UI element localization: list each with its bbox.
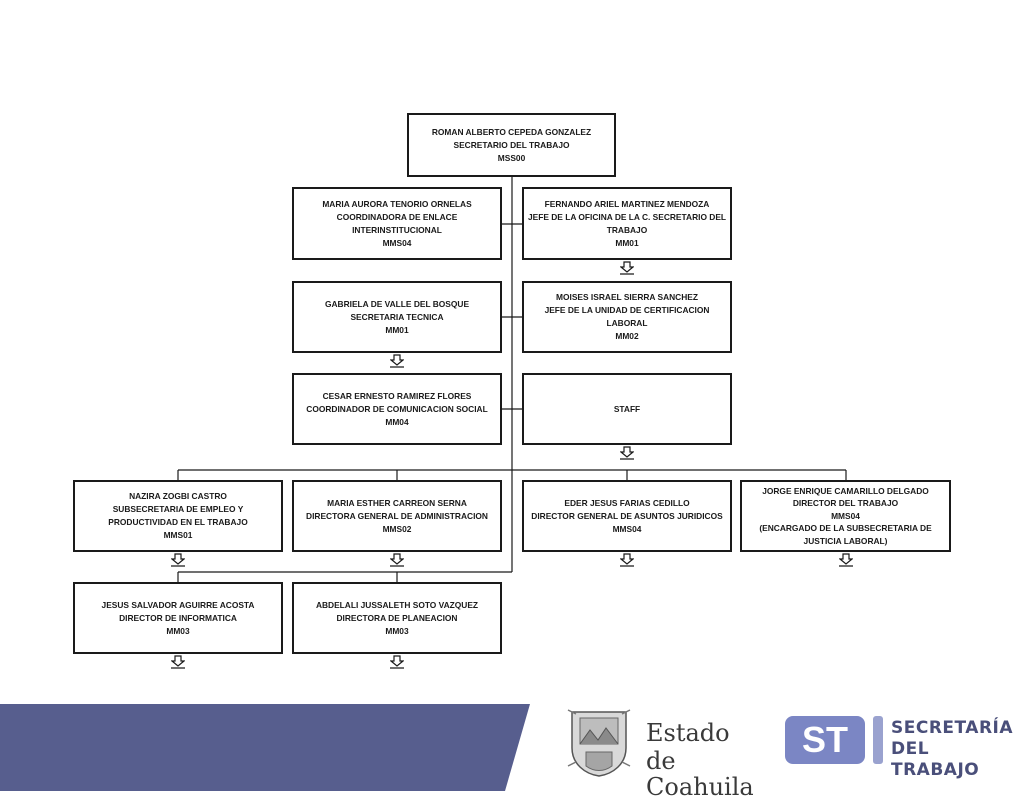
org-box-asuntos-juridicos: EDER JESUS FARIAS CEDILLO DIRECTOR GENER… xyxy=(522,480,732,552)
expand-down-icon[interactable] xyxy=(620,446,634,460)
position-title: COORDINADORA DE ENLACE INTERINSTITUCIONA… xyxy=(336,211,458,235)
coat-of-arms-icon xyxy=(567,709,631,777)
position-code: MMS02 xyxy=(382,523,412,534)
estado-line2: de Coahuila xyxy=(646,747,754,801)
expand-down-icon[interactable] xyxy=(390,354,404,368)
st-mark: ST xyxy=(785,716,865,764)
st-mark-text: ST xyxy=(801,719,848,760)
org-box-certificacion-laboral: MOISES ISRAEL SIERRA SANCHEZ JEFE DE LA … xyxy=(522,281,732,353)
position-title: JEFE DE LA OFICINA DE LA C. SECRETARIO D… xyxy=(527,211,727,235)
st-line1: SECRETARÍA xyxy=(891,718,1014,738)
position-code: MM03 xyxy=(166,625,190,636)
footer-band xyxy=(0,704,530,791)
expand-down-icon[interactable] xyxy=(620,553,634,567)
expand-down-icon[interactable] xyxy=(171,553,185,567)
position-title: DIRECTOR DE INFORMATICA xyxy=(119,612,237,623)
person-name: ROMAN ALBERTO CEPEDA GONZALEZ xyxy=(431,126,592,137)
org-box-staff: STAFF xyxy=(522,373,732,445)
expand-down-icon[interactable] xyxy=(620,261,634,275)
org-box-secretario: ROMAN ALBERTO CEPEDA GONZALEZ SECRETARIO… xyxy=(407,113,616,177)
estado-line1: Estado xyxy=(646,719,730,747)
org-box-direccion-planeacion: ABDELALI JUSSALETH SOTO VAZQUEZ DIRECTOR… xyxy=(292,582,502,654)
position-code: MM04 xyxy=(385,416,409,427)
position-title: JEFE DE LA UNIDAD DE CERTIFICACION LABOR… xyxy=(544,305,710,328)
org-box-director-trabajo: JORGE ENRIQUE CAMARILLO DELGADO DIRECTOR… xyxy=(740,480,951,552)
expand-down-icon[interactable] xyxy=(171,655,185,669)
position-code: MM01 xyxy=(385,324,409,335)
position-title: DIRECTOR DEL TRABAJO xyxy=(792,498,899,509)
position-title: DIRECTORA GENERAL DE ADMINISTRACION xyxy=(306,510,488,521)
person-name: NAZIRA ZOGBI CASTRO xyxy=(129,491,227,501)
position-code: MMS04 xyxy=(831,510,860,521)
org-box-coordinadora-enlace: MARIA AURORA TENORIO ORNELAS COORDINADOR… xyxy=(292,187,502,260)
expand-down-icon[interactable] xyxy=(390,655,404,669)
st-line2: DEL TRABAJO xyxy=(891,739,980,780)
position-code: MMS01 xyxy=(163,530,193,540)
position-title: SUBSECRETARIA DE EMPLEO Y PRODUCTIVIDAD … xyxy=(108,504,248,527)
person-name: EDER JESUS FARIAS CEDILLO xyxy=(564,497,690,508)
st-divider xyxy=(873,716,883,764)
position-title: DIRECTOR GENERAL DE ASUNTOS JURIDICOS xyxy=(531,510,723,521)
person-name: FERNANDO ARIEL MARTINEZ MENDOZA xyxy=(544,198,710,209)
position-code: MSS00 xyxy=(497,152,526,163)
position-title: COORDINADOR DE COMUNICACION SOCIAL xyxy=(306,403,488,414)
position-code: MM02 xyxy=(615,331,639,341)
person-name: MARIA AURORA TENORIO ORNELAS xyxy=(322,198,472,209)
person-name: MOISES ISRAEL SIERRA SANCHEZ xyxy=(556,292,698,302)
position-title: SECRETARIA TECNICA xyxy=(350,311,444,322)
logo-estado-coahuila: Estado de Coahuila xyxy=(566,706,756,800)
position-note: (ENCARGADO DE LA SUBSECRETARIA DE JUSTIC… xyxy=(759,523,932,546)
org-box-direccion-informatica: JESUS SALVADOR AGUIRRE ACOSTA DIRECTOR D… xyxy=(73,582,283,654)
person-name: ABDELALI JUSSALETH SOTO VAZQUEZ xyxy=(315,599,479,610)
org-box-jefe-oficina: FERNANDO ARIEL MARTINEZ MENDOZA JEFE DE … xyxy=(522,187,732,260)
position-code: MMS04 xyxy=(612,523,642,534)
staff-label: STAFF xyxy=(613,403,641,414)
person-name: JORGE ENRIQUE CAMARILLO DELGADO xyxy=(762,485,929,496)
position-code: MMS04 xyxy=(382,237,412,248)
org-box-comunicacion-social: CESAR ERNESTO RAMIREZ FLORES COORDINADOR… xyxy=(292,373,502,445)
position-code: MM01 xyxy=(615,237,639,248)
expand-down-icon[interactable] xyxy=(839,553,853,567)
org-box-direccion-administracion: MARIA ESTHER CARREON SERNA DIRECTORA GEN… xyxy=(292,480,502,552)
org-box-secretaria-tecnica: GABRIELA DE VALLE DEL BOSQUE SECRETARIA … xyxy=(292,281,502,353)
person-name: MARIA ESTHER CARREON SERNA xyxy=(327,497,467,508)
position-code: MM03 xyxy=(385,625,409,636)
position-title: SECRETARIO DEL TRABAJO xyxy=(453,139,570,150)
expand-down-icon[interactable] xyxy=(390,553,404,567)
person-name: GABRIELA DE VALLE DEL BOSQUE xyxy=(324,298,470,309)
person-name: JESUS SALVADOR AGUIRRE ACOSTA xyxy=(101,599,255,610)
logo-secretaria-trabajo: ST SECRETARÍA DEL TRABAJO xyxy=(785,712,1013,780)
person-name: CESAR ERNESTO RAMIREZ FLORES xyxy=(322,390,472,401)
org-box-subsecretaria-empleo: NAZIRA ZOGBI CASTRO SUBSECRETARIA DE EMP… xyxy=(73,480,283,552)
position-title: DIRECTORA DE PLANEACION xyxy=(336,612,458,623)
